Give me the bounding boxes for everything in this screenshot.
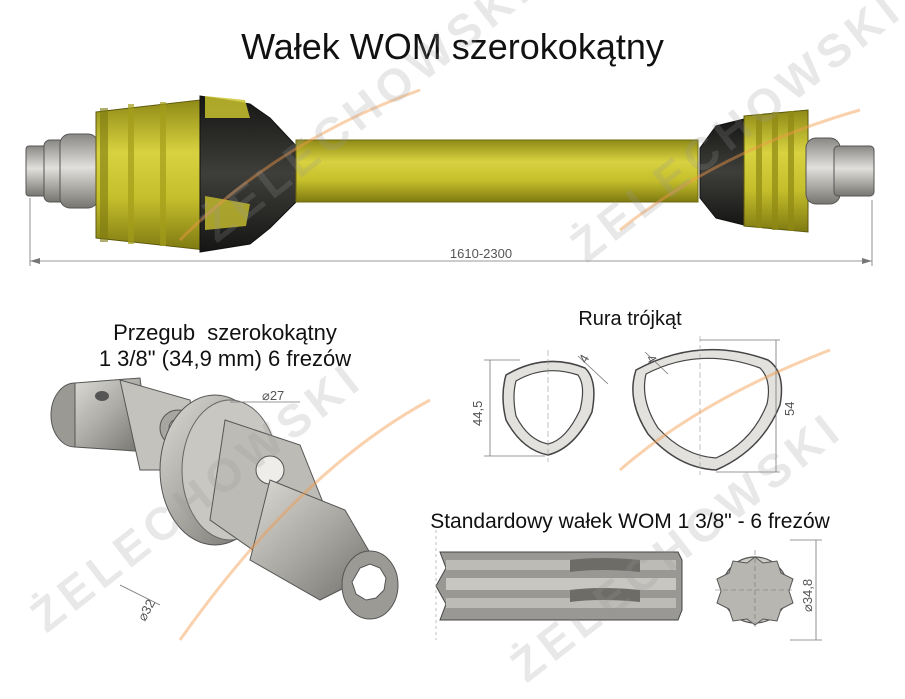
length-dimension-label: 1610-2300 — [450, 246, 512, 261]
dim-shaft-diameter: ⌀34,8 — [800, 579, 815, 612]
tube-profile-outer: 54 4 — [632, 336, 797, 475]
wide-angle-joint — [50, 377, 399, 620]
dim-d32: ⌀32 — [134, 597, 158, 624]
shaft-label: Standardowy wałek WOM 1 3/8" - 6 frezów — [430, 510, 830, 533]
dim-d27: ⌀27 — [262, 388, 284, 403]
joint-label-line2: 1 3/8" (34,9 mm) 6 frezów — [98, 346, 352, 371]
dim-inner-height: 44,5 — [470, 401, 485, 426]
joint-label: Przegub szerokokątny 1 3/8" (34,9 mm) 6 … — [60, 320, 390, 372]
tube-label: Rura trójkąt — [578, 308, 682, 330]
shaft-cross-section: ⌀34,8 — [715, 539, 822, 641]
shaft-assembly — [25, 95, 875, 253]
page-title: Wałek WOM szerokokątny — [241, 26, 664, 67]
wall-left: 4 — [576, 352, 593, 366]
tube-profile-inner: 44,5 4 — [470, 350, 609, 462]
dim-outer-height: 54 — [782, 402, 797, 416]
splined-shaft — [435, 530, 683, 640]
length-dimension: 1610-2300 — [29, 198, 873, 266]
joint-label-line1: Przegub szerokokątny — [113, 320, 337, 345]
watermark-logo — [178, 88, 861, 641]
